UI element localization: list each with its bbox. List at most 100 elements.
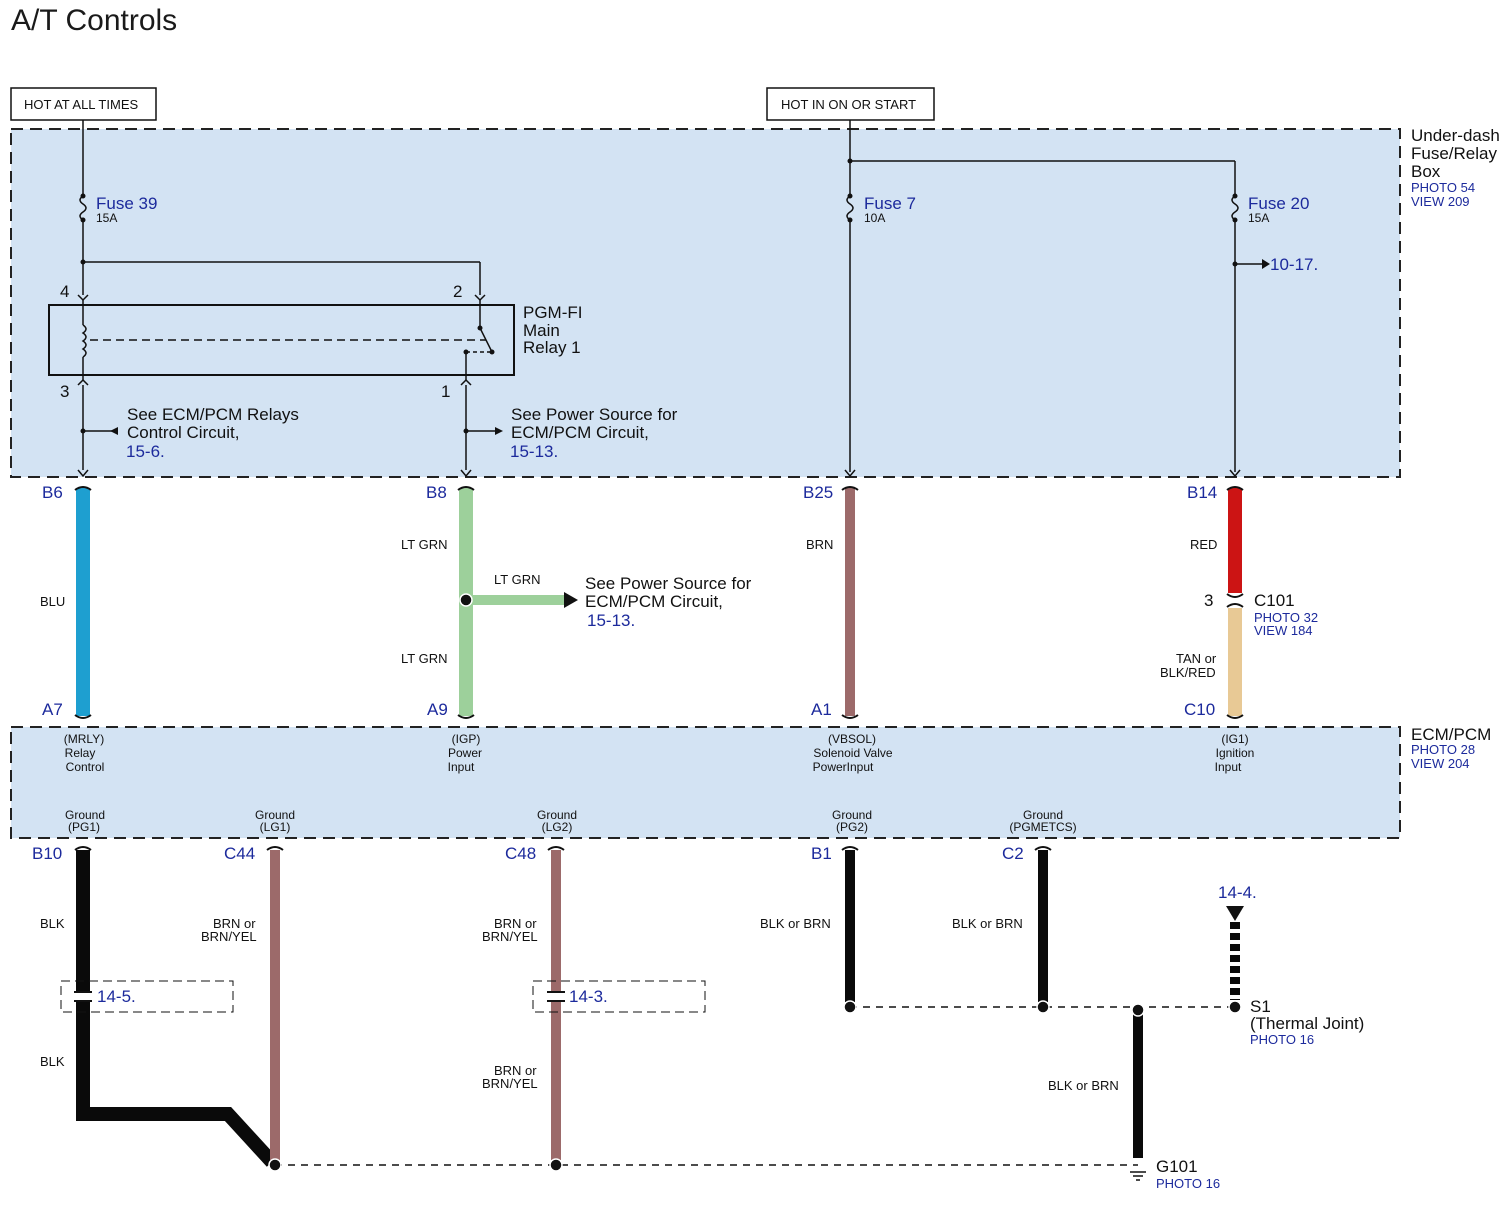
fuse-20-label: Fuse 20 xyxy=(1248,194,1309,213)
s1-name: S1 xyxy=(1250,997,1271,1016)
s1-desc: (Thermal Joint) xyxy=(1250,1014,1364,1033)
lt-grn-splice xyxy=(459,593,473,607)
fuse-7-rating: 10A xyxy=(864,211,885,225)
fuse-box-name-1: Under-dash xyxy=(1411,126,1500,145)
wire-label-red: RED xyxy=(1190,537,1217,552)
mrly-label-2: Control xyxy=(66,760,105,774)
ground-lg2-code: (LG2) xyxy=(542,820,573,834)
fuse-box-circuits xyxy=(79,120,1262,472)
hot-in-on-or-start-label: HOT IN ON OR START xyxy=(781,97,916,112)
ground-symbol-icon xyxy=(1130,1171,1146,1181)
relay-name-1: PGM-FI xyxy=(523,303,583,322)
ground-wires xyxy=(76,850,1240,1167)
wire-label-brn-yel2-2: BRN/YEL xyxy=(482,929,538,944)
vbsol-code: (VBSOL) xyxy=(828,732,876,746)
mrly-code: (MRLY) xyxy=(64,732,104,746)
page-ref-14-5[interactable]: 14-5. xyxy=(97,987,136,1006)
ecm-photo: PHOTO 28 xyxy=(1411,742,1475,757)
power2-ref-page[interactable]: 15-13. xyxy=(587,611,635,630)
power2-ref-arrow xyxy=(564,592,578,608)
wire-label-blk-or-brn-3: BLK or BRN xyxy=(1048,1078,1119,1093)
relay-name-3: Relay 1 xyxy=(523,338,581,357)
power-ref-line2: ECM/PCM Circuit, xyxy=(511,423,649,442)
page-ref-14-3[interactable]: 14-3. xyxy=(569,987,608,1006)
relays-ref-page[interactable]: 15-6. xyxy=(126,442,165,461)
relay-coil xyxy=(81,324,87,358)
power2-ref-line1: See Power Source for xyxy=(585,574,752,593)
pin-b6: B6 xyxy=(42,483,63,502)
vbsol-label-2: PowerInput xyxy=(813,760,874,774)
relay-pin-4: 4 xyxy=(60,282,69,301)
pin-b10: B10 xyxy=(32,844,62,863)
pin-c10: C10 xyxy=(1184,700,1215,719)
wire-blk-pg1 xyxy=(76,850,278,1167)
pin-b14: B14 xyxy=(1187,483,1217,502)
g101-photo: PHOTO 16 xyxy=(1156,1176,1220,1191)
power-ref-line1: See Power Source for xyxy=(511,405,678,424)
c101-name: C101 xyxy=(1254,591,1295,610)
wire-label-blk-or-brn-1: BLK or BRN xyxy=(760,916,831,931)
pin-a7: A7 xyxy=(42,700,63,719)
igp-label-2: Input xyxy=(448,760,475,774)
pin-b1: B1 xyxy=(811,844,832,863)
ground-lg1-code: (LG1) xyxy=(260,820,291,834)
relays-ref-line2: Control Circuit, xyxy=(127,423,239,442)
pin-c2: C2 xyxy=(1002,844,1024,863)
fuse-7-label: Fuse 7 xyxy=(864,194,916,213)
fuse-39-rating: 15A xyxy=(96,211,117,225)
ecm-terminal-labels: (MRLY) Relay Control (IGP) Power Input (… xyxy=(64,732,1255,834)
power-ref-page[interactable]: 15-13. xyxy=(510,442,558,461)
pin-c48: C48 xyxy=(505,844,536,863)
ground-lg1-label: Ground xyxy=(255,808,295,822)
ground-pgmetcs-label: Ground xyxy=(1023,808,1063,822)
wire-label-blk-bottom: BLK xyxy=(40,1054,65,1069)
fuse-dots xyxy=(80,158,1238,434)
power2-ref-line2: ECM/PCM Circuit, xyxy=(585,592,723,611)
connector-break-14-5 xyxy=(60,980,234,1013)
wire-label-lt-grn-top: LT GRN xyxy=(401,537,447,552)
wire-label-blu: BLU xyxy=(40,594,65,609)
pin-b8: B8 xyxy=(426,483,447,502)
wire-label-tan-1: TAN or xyxy=(1176,651,1217,666)
wire-label-lt-grn-bottom: LT GRN xyxy=(401,651,447,666)
fuse-39-symbol xyxy=(79,195,87,221)
wire-label-tan-2: BLK/RED xyxy=(1160,665,1216,680)
ground-pg1-label: Ground xyxy=(65,808,105,822)
hot-at-all-times-label: HOT AT ALL TIMES xyxy=(24,97,138,112)
ground-splices xyxy=(268,1000,1242,1172)
wire-label-brn-yel2-1: BRN or xyxy=(494,916,537,931)
relay-internals xyxy=(77,294,493,386)
pin-b25: B25 xyxy=(803,483,833,502)
pin-a9: A9 xyxy=(427,700,448,719)
wire-label-lt-grn-branch: LT GRN xyxy=(494,572,540,587)
pin-c44: C44 xyxy=(224,844,255,863)
mrly-label-1: Relay xyxy=(65,746,96,760)
fuse-box-name-2: Fuse/Relay xyxy=(1411,144,1497,163)
fuse-20-symbol xyxy=(1231,195,1239,221)
relay-pin-1: 1 xyxy=(441,382,450,401)
c101-view: VIEW 184 xyxy=(1254,623,1313,638)
ig1-label-2: Input xyxy=(1215,760,1242,774)
fuse-box-photo: PHOTO 54 xyxy=(1411,180,1475,195)
page-ref-14-4[interactable]: 14-4. xyxy=(1218,883,1257,902)
fuse-20-page-ref[interactable]: 10-17. xyxy=(1270,255,1318,274)
mid-connector-caps xyxy=(74,486,1244,719)
power-ref-arrow xyxy=(495,427,503,435)
wire-label-brn-yel3-1: BRN or xyxy=(494,1063,537,1078)
ground-connector-caps xyxy=(74,846,1052,851)
under-dash-fuse-relay-box xyxy=(10,128,1401,478)
wire-label-blk-or-brn-2: BLK or BRN xyxy=(952,916,1023,931)
ecm-name: ECM/PCM xyxy=(1411,725,1491,744)
ecm-pcm-box xyxy=(10,726,1401,839)
ground-bus xyxy=(275,1006,1235,1166)
ground-pg2-label: Ground xyxy=(832,808,872,822)
c101-photo: PHOTO 32 xyxy=(1254,610,1318,625)
pgm-fi-relay-body xyxy=(48,304,515,376)
relay-pin-2: 2 xyxy=(453,282,462,301)
fuse-box-view: VIEW 209 xyxy=(1411,194,1470,209)
fuse-box-connector-marks xyxy=(77,469,1241,478)
relay-name-2: Main xyxy=(523,321,560,340)
fuse20-ref-arrow xyxy=(1262,259,1270,269)
ground-lg2-label: Ground xyxy=(537,808,577,822)
